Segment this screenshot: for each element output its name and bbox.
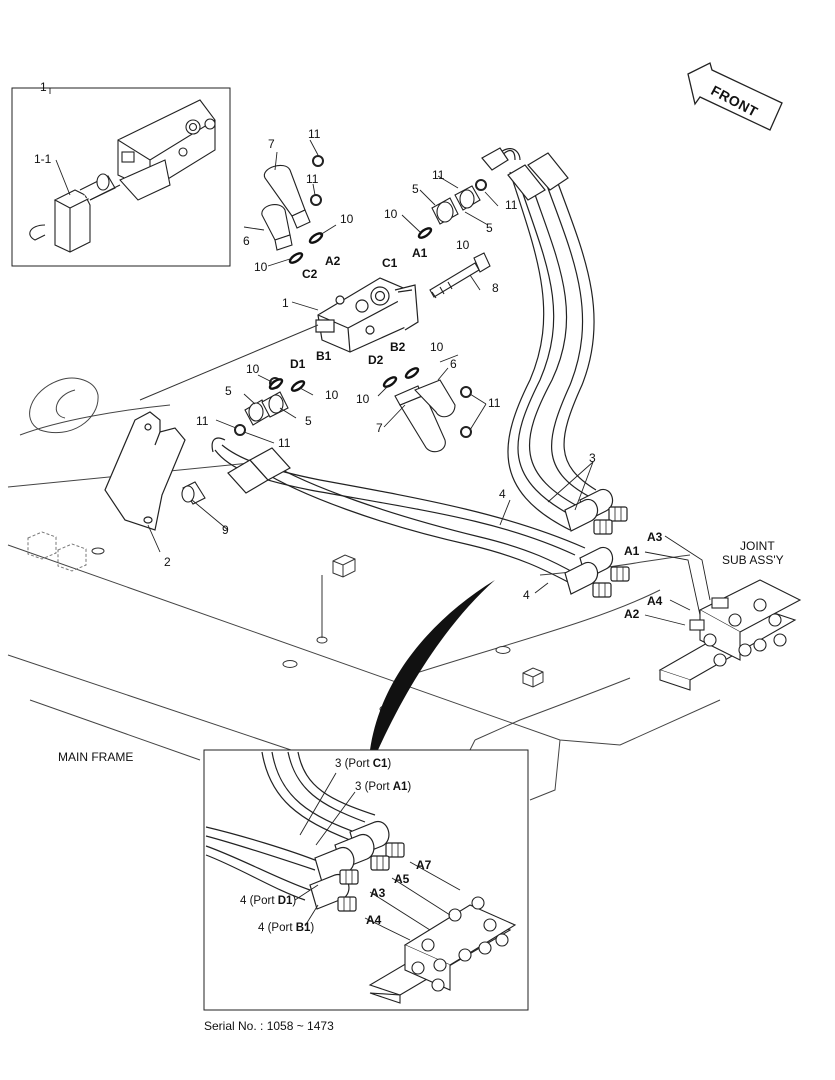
adapters-left <box>244 391 289 426</box>
callout-hose-3: 3 <box>589 451 596 465</box>
main-frame-outline <box>7 377 721 801</box>
detail-a3: A3 <box>370 886 386 900</box>
inset-valve-drawing <box>29 99 216 253</box>
port-d2: D2 <box>368 353 384 367</box>
detail-fittings <box>309 821 390 910</box>
callout-hose-4b: 4 <box>523 588 530 602</box>
callout-ring-f: 11 <box>278 436 291 450</box>
callout-valve: 1 <box>282 296 289 310</box>
port-c1: C1 <box>382 256 398 270</box>
callout-oring-c: 10 <box>384 207 398 221</box>
joint-label-2: SUB ASS'Y <box>722 553 784 567</box>
callout-oring-d: 10 <box>456 238 470 252</box>
callout-adapter-a: 5 <box>412 182 419 196</box>
port-a1: A1 <box>624 544 640 558</box>
detail-port-a1: 3 (Port A1) <box>355 781 412 793</box>
hose-end-fittings <box>564 488 614 595</box>
callout-bolt: 8 <box>492 281 499 295</box>
detail-swoosh <box>370 580 495 750</box>
callout-hose-4a: 4 <box>499 487 506 501</box>
port-a2: A2 <box>325 254 341 268</box>
callout-fitting-upper: 6 <box>243 234 250 248</box>
callout-elbow-lower: 7 <box>376 421 383 435</box>
mounting-screw <box>181 481 206 505</box>
callout-oring-g: 10 <box>356 392 370 406</box>
port-c2: C2 <box>302 267 318 281</box>
joint-sub-assy <box>658 579 802 691</box>
frame-blocks <box>332 554 544 688</box>
callout-ring-c: 11 <box>432 168 445 182</box>
detail-box <box>203 749 529 1011</box>
valve-frame-leader <box>139 324 319 401</box>
callout-ring-g: 11 <box>488 396 501 410</box>
detail-a5: A5 <box>394 872 410 886</box>
hoses-upper <box>489 148 597 531</box>
callout-ring-b: 11 <box>306 172 319 186</box>
callout-oring-f: 10 <box>325 388 339 402</box>
callout-ring-d: 11 <box>505 198 518 212</box>
callout-bracket: 2 <box>164 555 171 569</box>
joint-label-1: JOINT <box>740 539 775 553</box>
callout-ring-e: 11 <box>196 414 209 428</box>
callout-leaders <box>49 88 711 626</box>
dashed-blocks <box>27 531 87 572</box>
port-b1: B1 <box>316 349 332 363</box>
detail-port-b1: 4 (Port B1) <box>258 922 315 934</box>
callout-oring-b: 10 <box>254 260 268 274</box>
callout-inset: 1 <box>40 80 47 94</box>
serial-number: Serial No. : 1058 ~ 1473 <box>204 1019 334 1033</box>
frame-holes <box>91 547 511 766</box>
port-a2-right: A2 <box>624 607 640 621</box>
hose-ferrules-top <box>481 147 569 201</box>
detail-leaders <box>294 772 461 941</box>
adapters-upper <box>431 185 481 225</box>
callout-oring-h: 10 <box>430 340 444 354</box>
callout-elbow-upper: 7 <box>268 137 275 151</box>
port-a4: A4 <box>647 594 663 608</box>
callout-adapter-b: 5 <box>486 221 493 235</box>
mounting-bracket <box>104 411 186 531</box>
hose-ferrules-left <box>227 447 291 494</box>
callout-adapter-c: 5 <box>225 384 232 398</box>
detail-port-d1: 4 (Port D1) <box>240 895 297 907</box>
callout-fitting-lower: 6 <box>450 357 457 371</box>
port-d1: D1 <box>290 357 306 371</box>
detail-hoses <box>205 751 376 901</box>
callout-inset-sub: 1-1 <box>34 152 52 166</box>
detail-joint <box>368 896 517 1004</box>
detail-a4: A4 <box>366 913 382 927</box>
callout-oring-a: 10 <box>340 212 354 226</box>
bolt <box>429 252 491 299</box>
callout-oring-e: 10 <box>246 362 260 376</box>
detail-port-c1: 3 (Port C1) <box>335 758 392 770</box>
port-a3: A3 <box>647 530 663 544</box>
callout-adapter-d: 5 <box>305 414 312 428</box>
control-valve <box>315 277 419 353</box>
callout-screw: 9 <box>222 523 229 537</box>
main-frame-label: MAIN FRAME <box>58 750 134 764</box>
elbow-fittings <box>261 164 456 453</box>
detail-a7: A7 <box>416 858 432 872</box>
port-b2: B2 <box>390 340 406 354</box>
port-a1-top: A1 <box>412 246 428 260</box>
callout-ring-a: 11 <box>308 127 321 141</box>
front-arrow-icon <box>687 62 783 131</box>
